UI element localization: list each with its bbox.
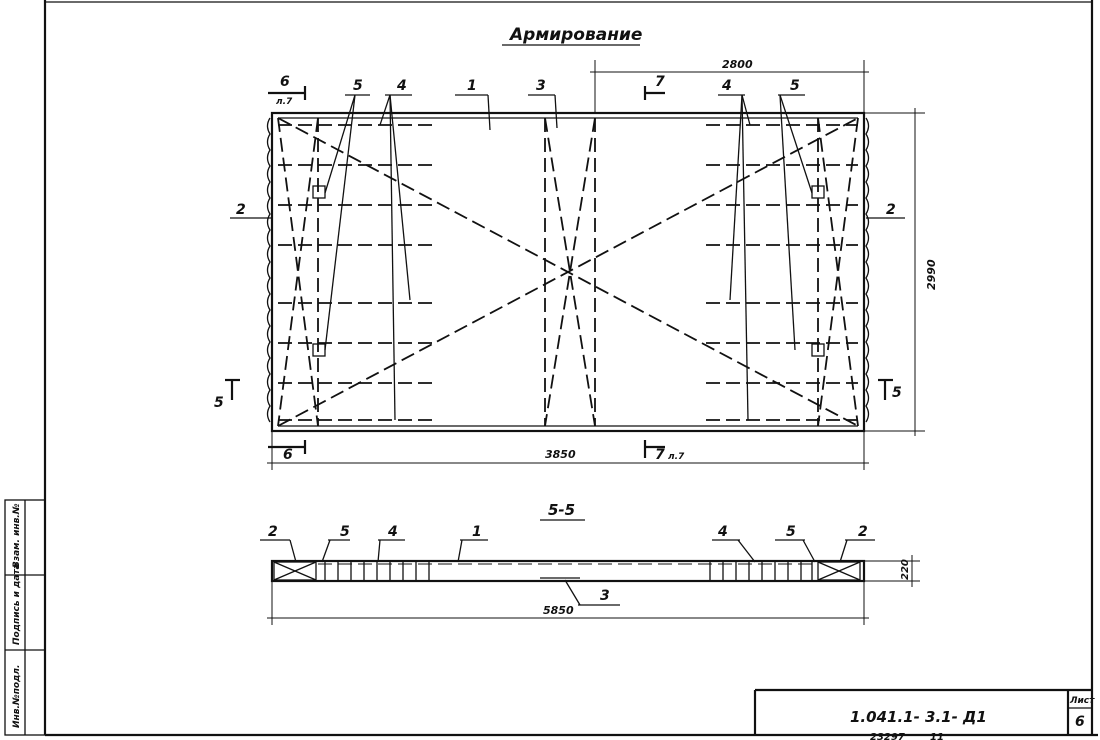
plan-callout-5-left: 5 [353,78,363,94]
section-6-top: 6 [280,74,290,90]
section-view: 5-5 [260,501,920,625]
dim-top: 2800 [722,58,753,71]
side-stamp: Инв.№подл. Подпись и дата Взам. инв.№ [4,499,46,736]
footer-sub: 11 [930,732,944,740]
section-callout-2-left: 2 [268,524,278,540]
plan-callout-4-right: 4 [721,78,732,94]
section-6-top-sheet: л.7 [276,97,293,107]
title-block: 1.041.1- 3.1- Д1 Лист 6 23297 11 [753,688,1095,740]
plan-callout-1: 1 [467,78,477,94]
section-callout-2-right: 2 [858,524,868,540]
plan-callout-3: 3 [536,78,546,94]
sheet-frame [43,0,1098,737]
section-callout-4-left: 4 [387,524,398,540]
section-5-right: 5 [892,385,902,401]
stamp-col2: Подпись и дата [12,563,22,645]
plan-view: 5 4 1 3 4 5 2 2 [214,58,938,470]
section-callout-4-right: 4 [717,524,728,540]
section-callout-1: 1 [472,524,482,540]
sheet-number: 6 [1075,714,1085,730]
plan-callout-2-right: 2 [886,202,896,218]
plan-callout-4-left: 4 [396,78,407,94]
section-callout-5-left: 5 [340,524,350,540]
plan-callout-5-right: 5 [790,78,800,94]
section-5-left: 5 [214,395,224,411]
section-callout-5-right: 5 [786,524,796,540]
section-dim-height: 220 [900,559,911,580]
stamp-col3: Взам. инв.№ [12,503,22,568]
section-dim-length: 5850 [543,604,574,617]
plan-callout-2-left: 2 [236,202,246,218]
section-7-bottom: 7 [655,447,665,463]
sheet-label: Лист [1069,696,1095,706]
section-callout-3: 3 [600,588,610,604]
footer-number: 23297 [870,732,905,740]
stamp-col1: Инв.№подл. [12,665,22,728]
section-title: 5-5 [548,501,575,519]
dim-right: 2990 [925,259,938,290]
dim-bottom: 3850 [545,448,576,461]
drawing-title: Армирование [508,25,642,45]
section-7-top: 7 [655,74,665,90]
doc-code: 1.041.1- 3.1- Д1 [850,708,987,726]
section-7-bottom-sheet: л.7 [668,452,685,462]
section-6-bottom: 6 [283,447,293,463]
